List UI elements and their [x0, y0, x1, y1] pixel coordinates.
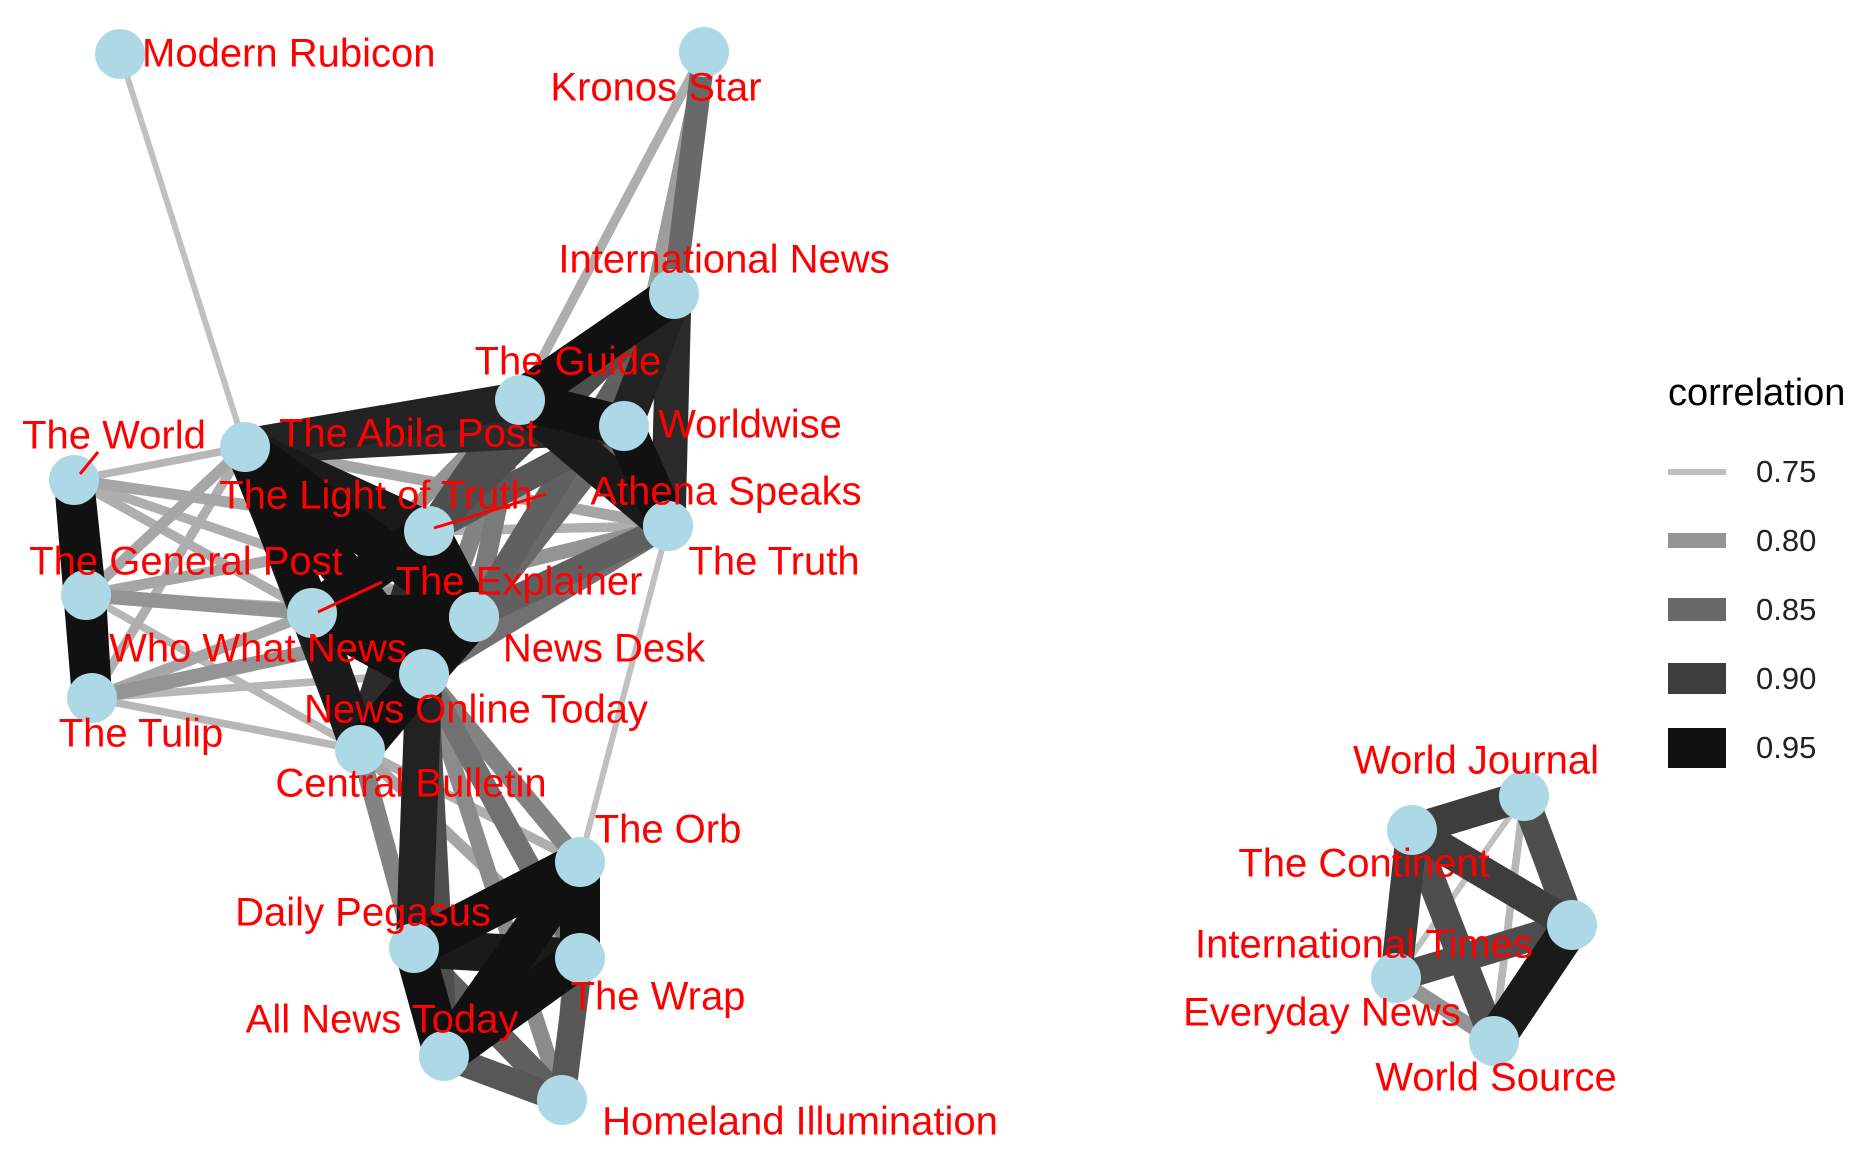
legend-label: 0.80: [1756, 522, 1817, 558]
label-the_guide: The Guide: [475, 340, 662, 384]
edge-athena_speaks-the_explainer: [461, 513, 681, 630]
edge-who_what_news-the_world: [69, 475, 317, 618]
edges-layer: [54, 40, 1592, 1114]
label-daily_pegasus: Daily Pegasus: [235, 891, 491, 935]
node-world_source: [1469, 1016, 1519, 1066]
legend-key: [1668, 598, 1726, 621]
legend-label: 0.95: [1756, 729, 1817, 765]
label-who_what_news: Who What News: [109, 627, 407, 671]
legend-label: 0.75: [1756, 453, 1817, 489]
legend-item: 0.80: [1668, 506, 1872, 575]
label-the_world: The World: [22, 414, 206, 458]
edge-the_abila_post-the_general_post: [80, 441, 251, 601]
edge-the_guide-the_abila_post: [226, 381, 539, 466]
label-the_tulip: The Tulip: [59, 712, 224, 756]
edge-the_truth-the_orb: [577, 523, 671, 865]
node-modern_rubicon: [95, 29, 145, 79]
label-homeland_illumination: Homeland Illumination: [602, 1100, 998, 1144]
edge-the_continent-world_source: [1397, 815, 1509, 1056]
edge-the_wrap-all_news_today: [424, 938, 600, 1076]
node-international_news: [649, 269, 699, 319]
node-the_orb: [555, 837, 605, 887]
edge-the_continent-international_times: [1396, 814, 1588, 941]
label-kronos_star: Kronos Star: [550, 66, 761, 110]
correlation-legend: correlation 0.75 0.80 0.85 0.90 0.95: [1668, 372, 1872, 782]
node-the_continent: [1387, 805, 1437, 855]
node-the_tulip: [67, 673, 117, 723]
node-international_times: [1547, 900, 1597, 950]
node-homeland_illumination: [537, 1075, 587, 1125]
label-world_source: World Source: [1375, 1056, 1617, 1100]
node-the_guide: [495, 375, 545, 425]
edge-international_times-everyday_news: [1381, 910, 1587, 993]
label-the_continent: The Continent: [1238, 842, 1489, 886]
legend-item: 0.85: [1668, 575, 1872, 644]
leader-line-the_explainer: [317, 580, 383, 614]
node-news_desk: [449, 592, 499, 642]
edge-world_journal-everyday_news: [1393, 793, 1527, 981]
legend-item: 0.95: [1668, 713, 1872, 782]
node-central_bulletin: [335, 725, 385, 775]
node-the_general_post: [61, 570, 111, 620]
node-the_world: [49, 455, 99, 505]
node-world_journal: [1499, 771, 1549, 821]
label-news_online_today: News Online Today: [304, 688, 648, 732]
label-international_news: International News: [558, 238, 889, 282]
legend-key: [1668, 662, 1726, 695]
label-the_general_post: The General Post: [29, 540, 343, 584]
node-the_wrap: [555, 933, 605, 983]
label-central_bulletin: Central Bulletin: [275, 762, 546, 806]
legend-key: [1668, 727, 1726, 768]
leader-line-the_light_of_truth: [433, 492, 547, 530]
label-leader-lines: [78, 451, 547, 614]
node-the_truth: [643, 501, 693, 551]
legend-key: [1668, 468, 1726, 475]
legend-item: 0.90: [1668, 644, 1872, 713]
edge-who_what_news-the_general_post: [78, 587, 320, 621]
nodes-layer: [49, 27, 1597, 1125]
node-all_news_today: [419, 1031, 469, 1081]
node-the_abila_post: [220, 422, 270, 472]
legend-key: [1668, 533, 1726, 548]
label-the_explainer: The Explainer: [396, 560, 643, 604]
legend-item: 0.75: [1668, 437, 1872, 506]
label-news_desk: News Desk: [503, 627, 706, 671]
label-modern_rubicon: Modern Rubicon: [142, 32, 436, 76]
label-world_journal: World Journal: [1353, 739, 1599, 783]
edge-the_abila_post-the_tulip: [87, 442, 250, 703]
node-who_what_news: [287, 588, 337, 638]
label-the_truth: The Truth: [688, 540, 859, 584]
edge-the_tulip-central_bulletin: [88, 694, 364, 754]
node-daily_pegasus: [389, 923, 439, 973]
leader-line-the_world: [78, 451, 100, 475]
edge-international_news-the_guide: [500, 274, 694, 420]
legend-title: correlation: [1668, 372, 1846, 414]
node-the_light_of_truth: [404, 506, 454, 556]
label-international_times: International Times: [1195, 923, 1533, 967]
label-everyday_news: Everyday News: [1183, 991, 1461, 1035]
legend-label: 0.90: [1756, 660, 1817, 696]
label-athena_speaks: Athena Speaks: [590, 470, 861, 514]
node-everyday_news: [1371, 953, 1421, 1003]
label-the_abila_post: The Abila Post: [279, 412, 537, 456]
edge-kronos_star-international_news: [662, 40, 716, 306]
node-worldwise: [599, 401, 649, 451]
label-all_news_today: All News Today: [246, 998, 519, 1042]
label-the_orb: The Orb: [595, 808, 742, 852]
edge-kronos_star-the_guide: [515, 47, 709, 405]
edge-news_online_today-daily_pegasus: [395, 655, 443, 967]
label-worldwise: Worldwise: [658, 403, 842, 447]
node-news_online_today: [399, 649, 449, 699]
legend-label: 0.85: [1756, 591, 1817, 627]
label-the_light_of_truth: The Light of Truth: [219, 474, 533, 518]
edge-modern_rubicon-the_abila_post: [117, 51, 248, 450]
node-kronos_star: [679, 27, 729, 77]
edge-the_abila_post-the_world: [70, 443, 249, 484]
label-the_wrap: The Wrap: [571, 975, 746, 1019]
